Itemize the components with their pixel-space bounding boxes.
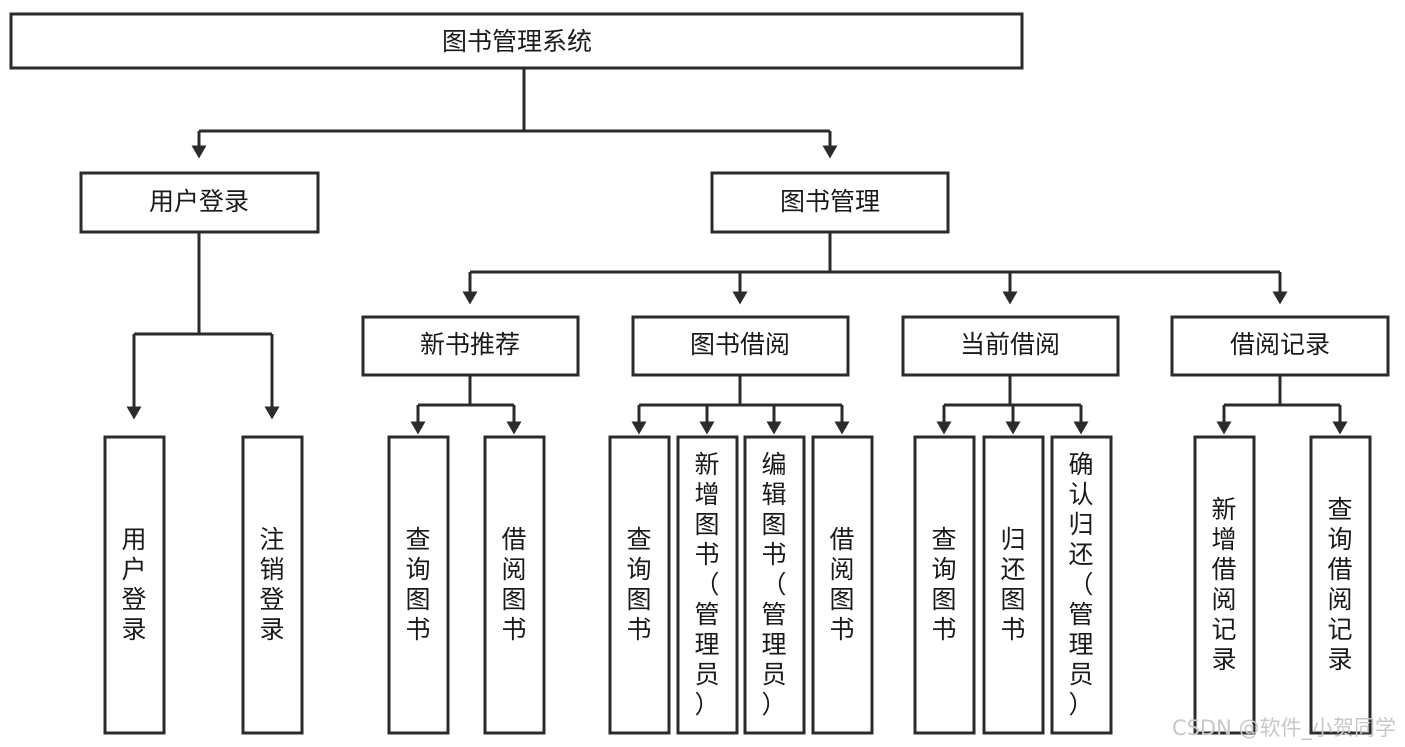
node-new-book-recommend-box[interactable] xyxy=(361,315,580,377)
node-leaf-edit-book-label: 编辑图书（管理员） xyxy=(761,450,786,719)
node-leaf-add-record-label: 新增借阅记录 xyxy=(1211,495,1236,674)
connector-layer xyxy=(126,68,1348,435)
node-leaf-logout-login-label: 注销登录 xyxy=(259,525,284,644)
node-leaf-query-book-1[interactable]: 查询图书 xyxy=(387,435,450,735)
node-current-borrow-label: 当前借阅 xyxy=(960,330,1060,359)
node-leaf-user-login-label: 用户登录 xyxy=(121,525,146,644)
node-leaf-borrow-book-2[interactable]: 借阅图书 xyxy=(811,435,874,735)
node-leaf-add-book-label: 新增图书（管理员） xyxy=(694,450,719,719)
node-user-login-label: 用户登录 xyxy=(149,187,249,216)
node-borrow-record-box[interactable] xyxy=(1170,315,1390,377)
node-leaf-query-book-1-label: 查询图书 xyxy=(405,525,430,644)
node-leaf-query-record[interactable]: 查询借阅记录 xyxy=(1309,435,1372,735)
node-user-login[interactable]: 用户登录 xyxy=(79,171,320,234)
node-leaf-confirm-return[interactable]: 确认归还（管理员） xyxy=(1050,435,1113,735)
node-leaf-borrow-book-1-box[interactable] xyxy=(483,435,546,735)
node-borrow-record[interactable]: 借阅记录 xyxy=(1170,315,1390,377)
node-leaf-return-book-box[interactable] xyxy=(982,435,1045,735)
node-book-borrow-label: 图书借阅 xyxy=(690,330,790,359)
node-leaf-logout-login[interactable]: 注销登录 xyxy=(241,435,304,735)
node-leaf-return-book[interactable]: 归还图书 xyxy=(982,435,1045,735)
node-book-manage[interactable]: 图书管理 xyxy=(710,171,950,234)
node-root-label: 图书管理系统 xyxy=(442,27,592,56)
node-user-login-box[interactable] xyxy=(79,171,320,234)
node-borrow-record-label: 借阅记录 xyxy=(1230,330,1330,359)
node-leaf-query-record-label: 查询借阅记录 xyxy=(1327,495,1352,674)
node-book-manage-label: 图书管理 xyxy=(780,187,880,216)
node-leaf-add-book[interactable]: 新增图书（管理员） xyxy=(676,435,739,735)
node-leaf-query-book-1-box[interactable] xyxy=(387,435,450,735)
node-leaf-borrow-book-2-label: 借阅图书 xyxy=(829,525,854,644)
node-root-box[interactable] xyxy=(9,12,1024,70)
node-leaf-query-book-2-label: 查询图书 xyxy=(626,525,651,644)
node-current-borrow-box[interactable] xyxy=(901,315,1120,377)
node-leaf-add-record[interactable]: 新增借阅记录 xyxy=(1193,435,1256,735)
node-leaf-borrow-book-2-box[interactable] xyxy=(811,435,874,735)
node-leaf-return-book-label: 归还图书 xyxy=(1000,525,1025,644)
node-leaf-query-book-2-box[interactable] xyxy=(608,435,671,735)
node-leaf-query-book-2[interactable]: 查询图书 xyxy=(608,435,671,735)
node-leaf-query-record-box[interactable] xyxy=(1309,435,1372,735)
node-leaf-add-record-box[interactable] xyxy=(1193,435,1256,735)
node-leaf-user-login-box[interactable] xyxy=(103,435,166,735)
node-leaf-edit-book[interactable]: 编辑图书（管理员） xyxy=(743,435,806,735)
node-root[interactable]: 图书管理系统 xyxy=(9,12,1024,70)
node-new-book-recommend[interactable]: 新书推荐 xyxy=(361,315,580,377)
node-current-borrow[interactable]: 当前借阅 xyxy=(901,315,1120,377)
csdn-watermark: CSDN @软件_小贺同学 xyxy=(1172,716,1396,741)
node-leaf-edit-book-box[interactable] xyxy=(743,435,806,735)
node-leaf-confirm-return-label: 确认归还（管理员） xyxy=(1068,450,1093,719)
node-leaf-query-book-3-box[interactable] xyxy=(913,435,976,735)
node-book-borrow[interactable]: 图书借阅 xyxy=(631,315,850,377)
node-book-borrow-box[interactable] xyxy=(631,315,850,377)
node-leaf-borrow-book-1-label: 借阅图书 xyxy=(501,525,526,644)
node-leaf-logout-login-box[interactable] xyxy=(241,435,304,735)
node-leaf-query-book-3-label: 查询图书 xyxy=(931,525,956,644)
node-book-manage-box[interactable] xyxy=(710,171,950,234)
node-new-book-recommend-label: 新书推荐 xyxy=(420,330,520,359)
node-leaf-confirm-return-box[interactable] xyxy=(1050,435,1113,735)
node-leaf-add-book-box[interactable] xyxy=(676,435,739,735)
node-leaf-query-book-3[interactable]: 查询图书 xyxy=(913,435,976,735)
node-leaf-borrow-book-1[interactable]: 借阅图书 xyxy=(483,435,546,735)
node-leaf-user-login[interactable]: 用户登录 xyxy=(103,435,166,735)
